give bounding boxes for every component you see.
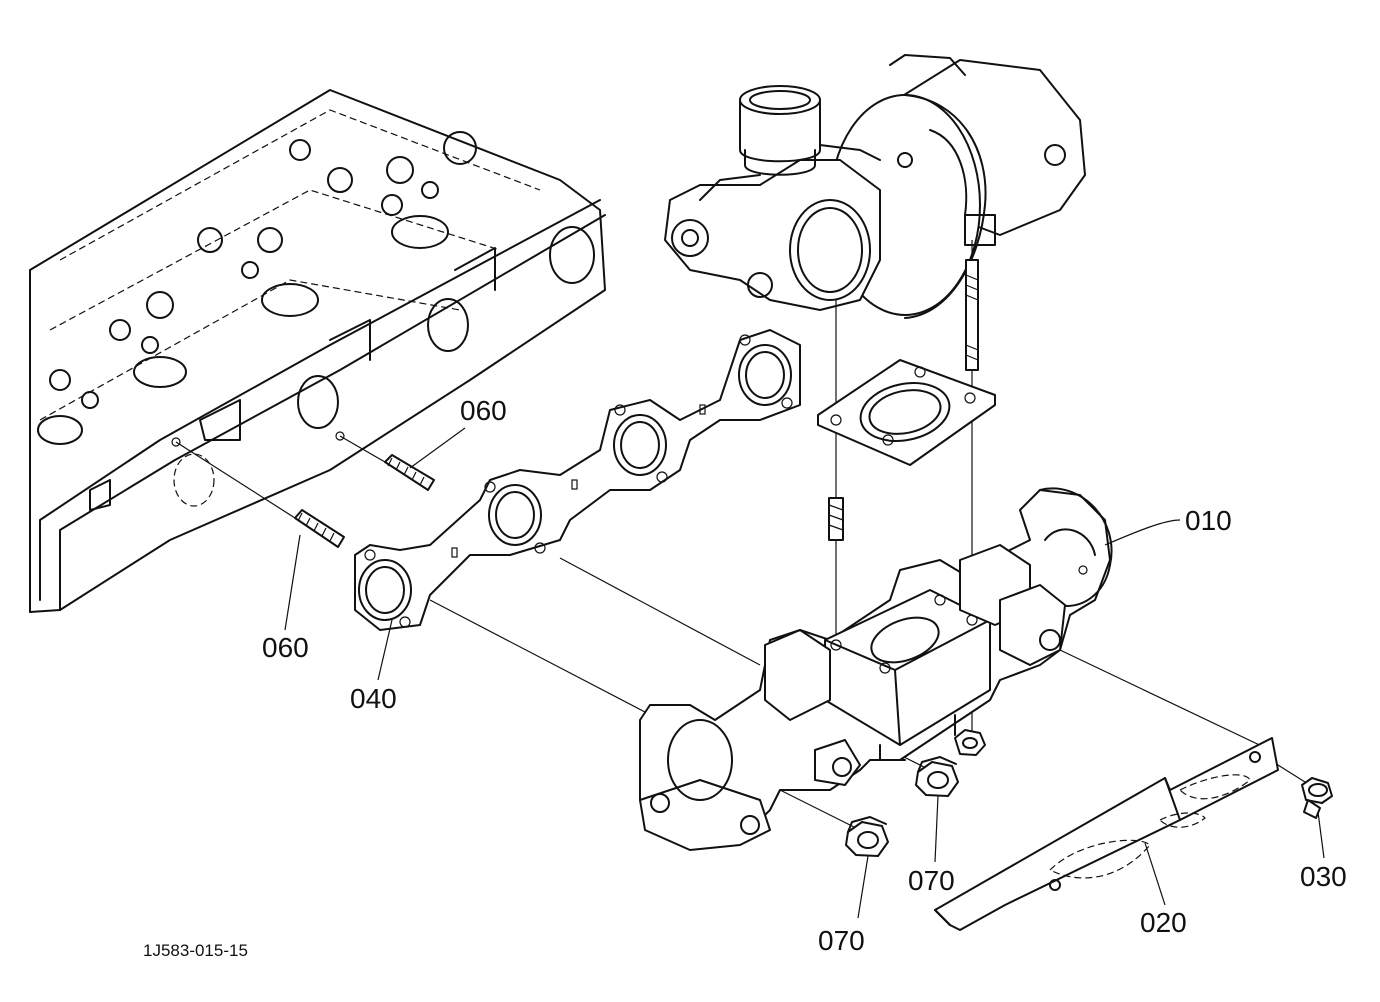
callout-060-upper: 060: [460, 395, 507, 426]
heat-shield: [934, 737, 1279, 931]
turbo-stud: [965, 259, 979, 371]
nut-right: [915, 756, 959, 797]
leader-lines: [284, 427, 1325, 919]
callout-020: 020: [1140, 907, 1187, 938]
callout-070-right: 070: [908, 865, 955, 896]
bolt: [1301, 777, 1333, 819]
manifold-stud: [828, 497, 844, 541]
nut-left: [845, 816, 889, 857]
stud-upper: [384, 454, 435, 491]
exhaust-manifold-gasket: [354, 329, 801, 631]
exhaust-manifold: [639, 487, 1113, 851]
cylinder-head: [29, 89, 606, 613]
callout-030: 030: [1300, 861, 1347, 892]
callout-070-left: 070: [818, 925, 865, 956]
turbo-gasket: [817, 359, 996, 466]
reference-code: 1J583-015-15: [143, 941, 248, 960]
callout-010: 010: [1185, 505, 1232, 536]
callout-060-lower: 060: [262, 632, 309, 663]
stud-lower: [294, 509, 345, 548]
callout-040: 040: [350, 683, 397, 714]
nut-pad: [954, 729, 986, 756]
turbocharger: [664, 54, 1086, 319]
